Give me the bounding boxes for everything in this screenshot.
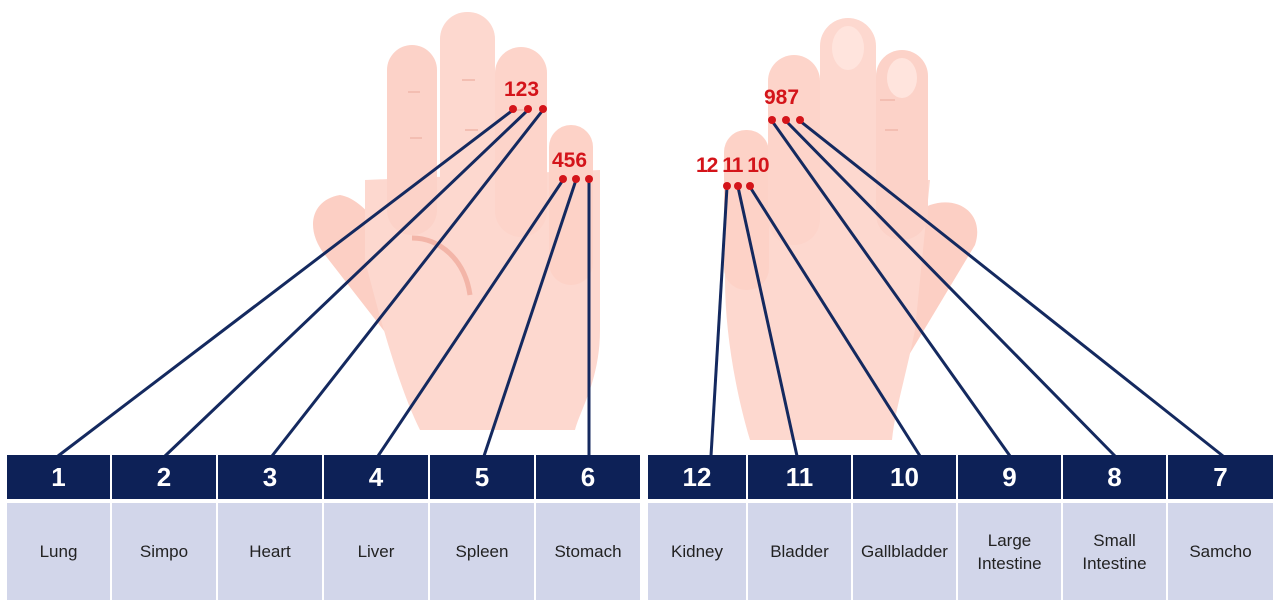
right-hand (724, 18, 977, 440)
right-header-11: 11 (748, 455, 851, 499)
left-label-3: Heart (218, 503, 322, 600)
point-group-left-ring: 123 (504, 78, 539, 101)
left-label-2: Simpo (112, 503, 216, 600)
left-header-1: 1 (7, 455, 110, 499)
right-label-7: Samcho (1168, 503, 1273, 600)
left-header-3: 3 (218, 455, 322, 499)
right-header-12: 12 (648, 455, 746, 499)
right-label-9: Large Intestine (958, 503, 1061, 600)
left-header-4: 4 (324, 455, 428, 499)
point-group-right-little: 12 11 10 (696, 154, 769, 177)
point-group-left-little: 456 (552, 149, 587, 172)
connector-lines (58, 110, 1223, 456)
right-label-12: Kidney (648, 503, 746, 600)
left-header-5: 5 (430, 455, 534, 499)
left-label-5: Spleen (430, 503, 534, 600)
right-header-7: 7 (1168, 455, 1273, 499)
left-label-1: Lung (7, 503, 110, 600)
point-group-right-ring: 987 (764, 86, 799, 109)
left-label-4: Liver (324, 503, 428, 600)
left-header-6: 6 (536, 455, 640, 499)
right-label-8: Small Intestine (1063, 503, 1166, 600)
left-header-2: 2 (112, 455, 216, 499)
right-header-10: 10 (853, 455, 956, 499)
right-header-9: 9 (958, 455, 1061, 499)
right-label-10: Gallbladder (853, 503, 956, 600)
left-label-6: Stomach (536, 503, 640, 600)
right-header-8: 8 (1063, 455, 1166, 499)
right-label-11: Bladder (748, 503, 851, 600)
